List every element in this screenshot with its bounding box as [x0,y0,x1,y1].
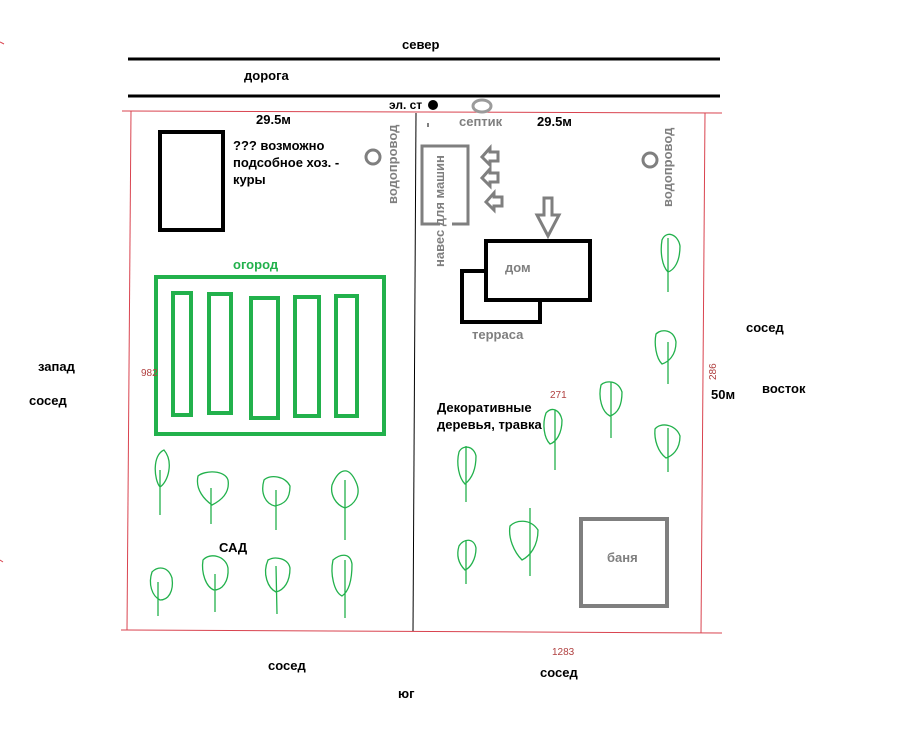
water-right-icon [641,151,659,169]
east-label: восток [762,381,806,396]
water-right-label: водопровод [660,127,675,207]
neighbor-south-left-label: сосед [268,658,306,673]
house [484,239,592,302]
carport-label: навес для машин [432,155,447,267]
water-left-label: водопровод [385,124,400,204]
neighbor-east-label: сосед [746,320,784,335]
orchard-label: САД [219,540,248,555]
outbuilding-note: ??? возможно подсобное хоз. - куры [233,138,340,187]
num-286: 286 [708,363,719,380]
width-right-label: 29.5м [537,114,572,129]
length-label: 50м [711,387,736,402]
water-left-icon [364,148,382,166]
num-271: 271 [550,390,567,401]
road-label: дорога [244,68,289,83]
north-label: север [402,37,440,52]
num-982: 982 [141,368,158,379]
driveway-arrows [479,144,504,214]
neighbor-south-right-label: сосед [540,665,578,680]
vegetable-garden [154,275,386,436]
west-label: запад [38,359,75,374]
outbuilding [158,130,225,232]
south-label: юг [398,686,415,701]
terrace-label: терраса [472,327,524,342]
decor-label: Декоративные деревья, травка [437,400,542,432]
power-pole-label: эл. ст [389,98,423,112]
plot-divider [412,112,417,632]
septic-label: септик [459,114,503,129]
width-left-label: 29.5м [256,112,291,127]
entrance-arrow-icon [534,196,562,240]
septic-icon [471,98,493,114]
trees [149,233,681,618]
num-1283: 1283 [552,647,575,658]
bath-label: баня [607,550,638,565]
house-label: дом [505,260,531,275]
carport-outline [420,144,470,226]
power-pole-icon [428,100,438,110]
garden-beds-label: огород [233,257,279,272]
neighbor-west-label: сосед [29,393,67,408]
bathhouse [579,517,669,608]
plot-boundary [0,41,723,634]
